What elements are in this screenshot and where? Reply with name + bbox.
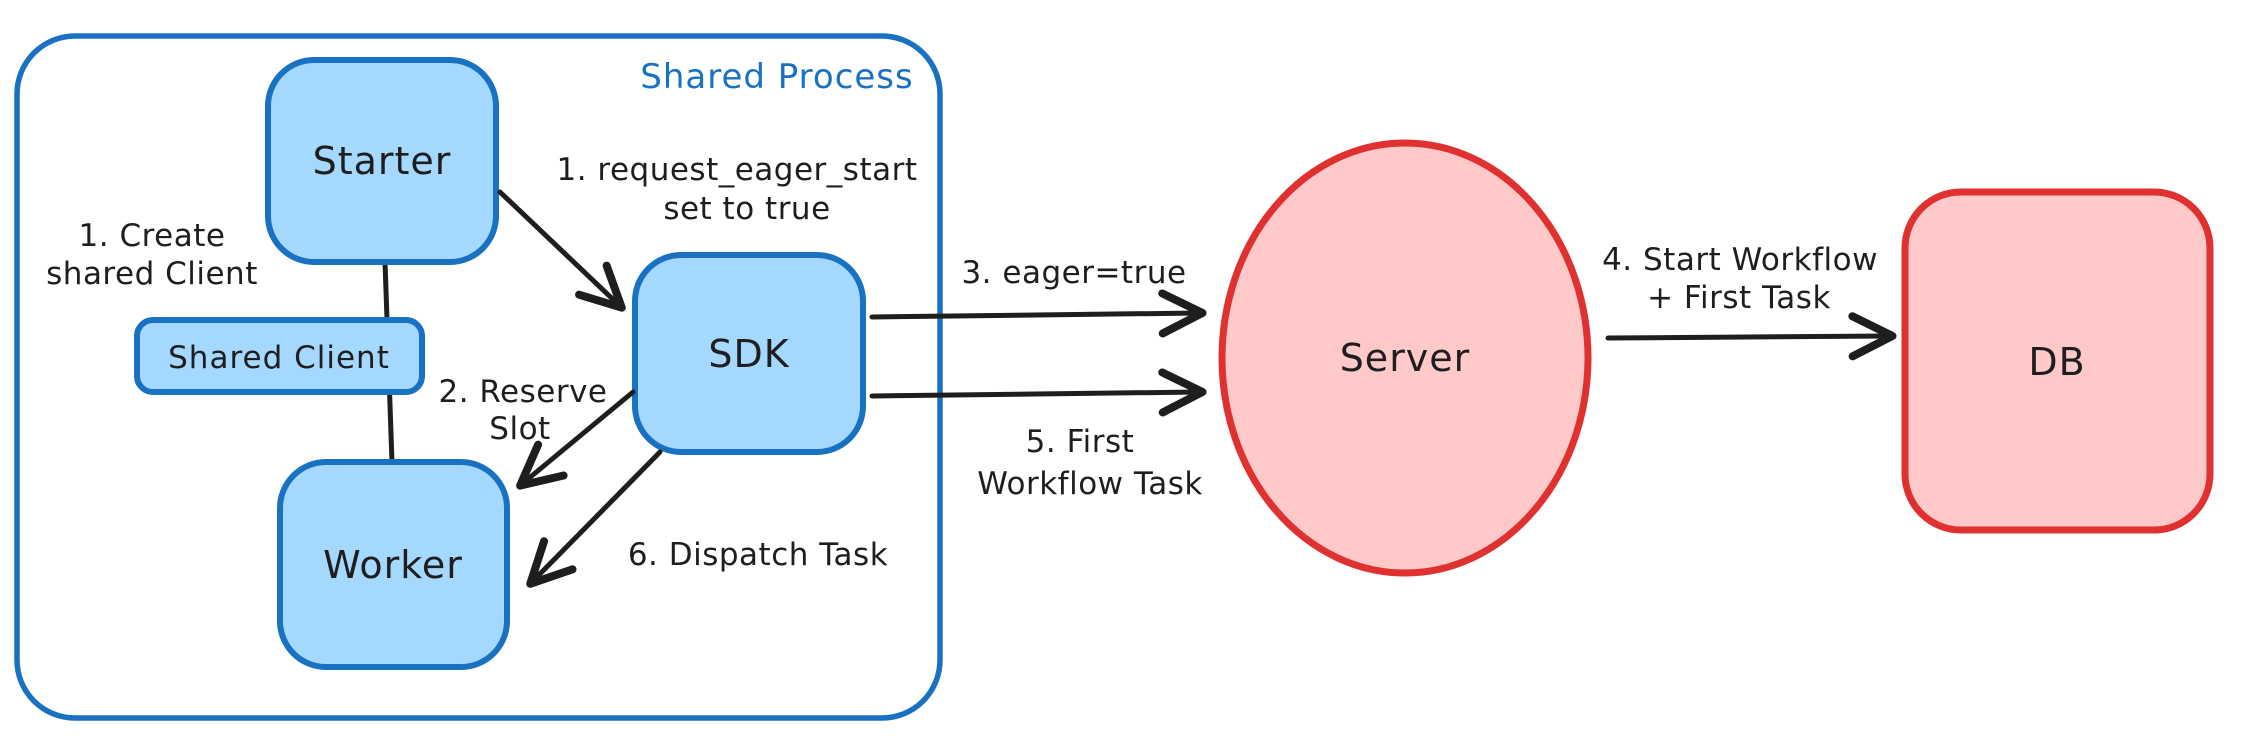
annotation-create-shared-client-line1: 1. Create [79, 218, 226, 254]
sdk-label: SDK [708, 332, 789, 376]
annotation-reserve-slot-line2: Slot [489, 411, 550, 447]
sdk-node [632, 252, 866, 455]
server-label: Server [1340, 336, 1471, 380]
annotation-start-workflow-line2: + First Task [1647, 280, 1831, 316]
annotation-request-eager-start-line1: 1. request_eager_start [556, 152, 917, 188]
annotation-first-workflow-task-line2: Workflow Task [977, 466, 1203, 502]
server-node [1218, 139, 1592, 577]
starter-node [265, 57, 499, 265]
annotation-reserve-slot-line1: 2. Reserve [438, 374, 607, 410]
arrow-sdk-reserve-slot [516, 389, 636, 490]
arrow-sdk-to-server-eager [869, 289, 1207, 338]
arrow-sdk-dispatch-task [526, 449, 663, 588]
annotation-start-workflow-line1: 4. Start Workflow [1602, 242, 1878, 278]
shared-process-title: Shared Process [640, 57, 913, 97]
shared-process-container [14, 33, 943, 721]
db-node [1901, 188, 2214, 534]
annotation-eager-true: 3. eager=true [961, 255, 1186, 291]
annotation-request-eager-start-line2: set to true [663, 191, 830, 227]
shared-client-label: Shared Client [168, 340, 390, 376]
annotation-create-shared-client-line2: shared Client [46, 256, 258, 292]
db-label: DB [2028, 340, 2085, 384]
arrow-sdk-to-server-first-task [869, 368, 1207, 417]
worker-label: Worker [323, 543, 463, 587]
arrow-server-to-db [1605, 312, 1897, 361]
annotation-first-workflow-task-line1: 5. First [1026, 424, 1135, 460]
worker-node [277, 459, 510, 670]
starter-label: Starter [313, 139, 452, 183]
arrow-starter-to-sdk [497, 189, 626, 312]
annotation-dispatch-task: 6. Dispatch Task [628, 537, 888, 573]
shared-client-node [134, 317, 425, 395]
